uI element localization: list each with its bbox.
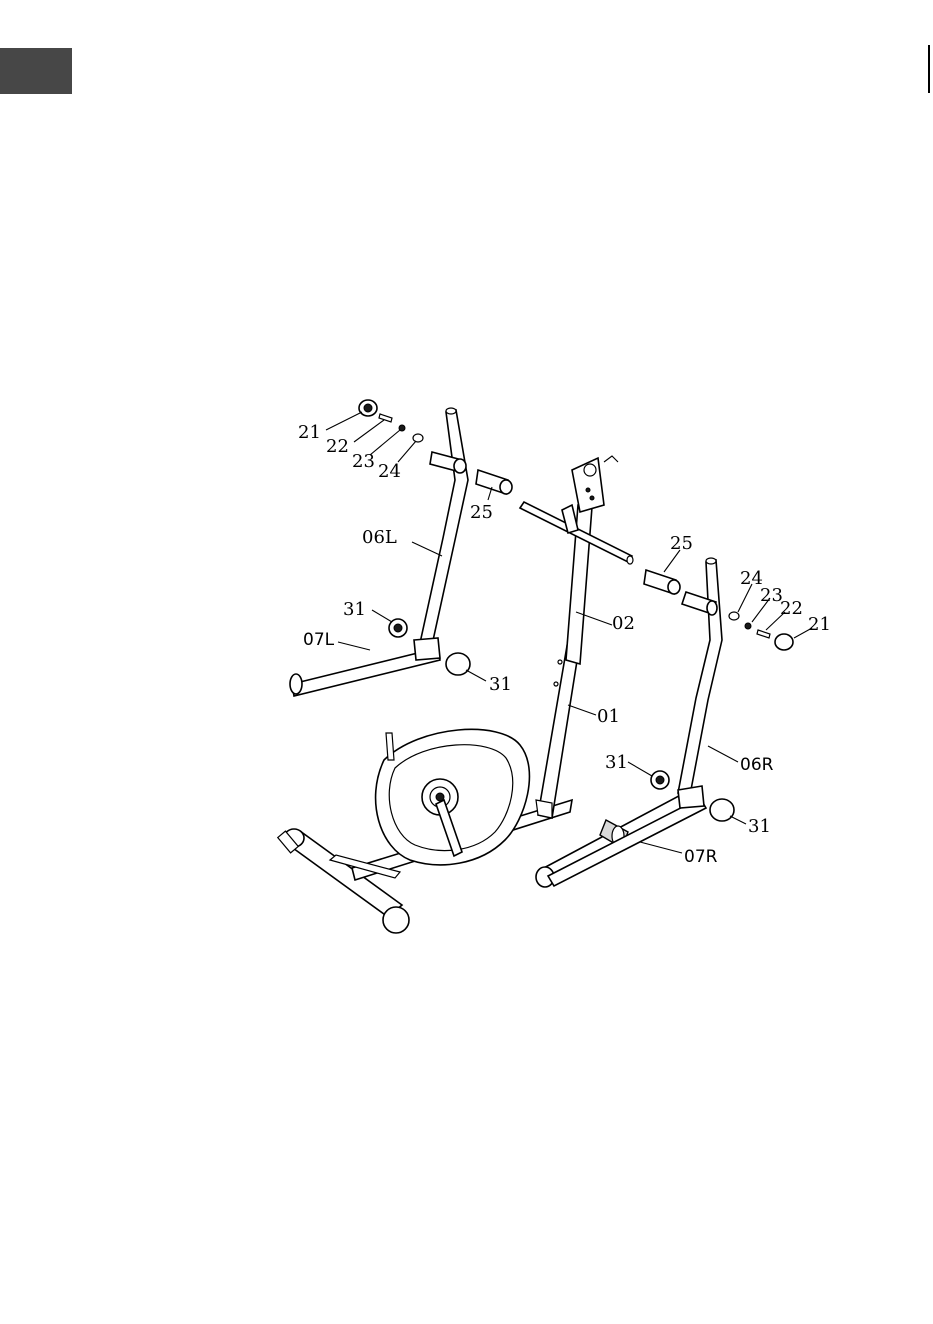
label-07R: 07R (684, 847, 718, 867)
left-cover-31 (446, 653, 470, 675)
flywheel-housing (376, 729, 530, 864)
label-21-right: 21 (808, 614, 831, 635)
right-bolt-22 (757, 630, 770, 638)
label-31-left-upper: 31 (343, 599, 366, 620)
upright-tube-02 (566, 456, 618, 664)
left-washer-24 (413, 434, 423, 442)
left-sleeve-25 (476, 470, 512, 494)
right-cap-21 (775, 634, 793, 650)
right-sleeve-25 (644, 570, 680, 594)
right-cover-31 (710, 799, 734, 821)
label-31-left-lower: 31 (489, 674, 512, 695)
right-bearing-31 (651, 771, 669, 789)
label-02: 02 (612, 613, 635, 634)
label-23-left: 23 (352, 451, 375, 472)
main-upright-01 (536, 640, 580, 818)
label-31-right-upper: 31 (605, 752, 628, 773)
label-25-left: 25 (470, 502, 493, 523)
front-stabilizer-tube (278, 829, 409, 933)
label-31-right-lower: 31 (748, 816, 771, 837)
left-handlebar-06L (420, 408, 468, 645)
label-21-left: 21 (298, 422, 321, 443)
label-01: 01 (597, 706, 620, 727)
label-22-right: 22 (780, 598, 803, 619)
label-06R: 06R (740, 755, 774, 775)
left-cap-21 (359, 400, 377, 416)
label-24-left: 24 (378, 461, 401, 482)
right-washer-24 (729, 612, 739, 620)
right-washer-23 (745, 623, 751, 629)
left-bolt-22 (379, 414, 392, 422)
label-06L: 06L (362, 527, 397, 548)
label-07L: 07L (303, 630, 335, 650)
right-handlebar-06R (678, 558, 722, 795)
label-25-right: 25 (670, 533, 693, 554)
label-22-left: 22 (326, 436, 349, 457)
